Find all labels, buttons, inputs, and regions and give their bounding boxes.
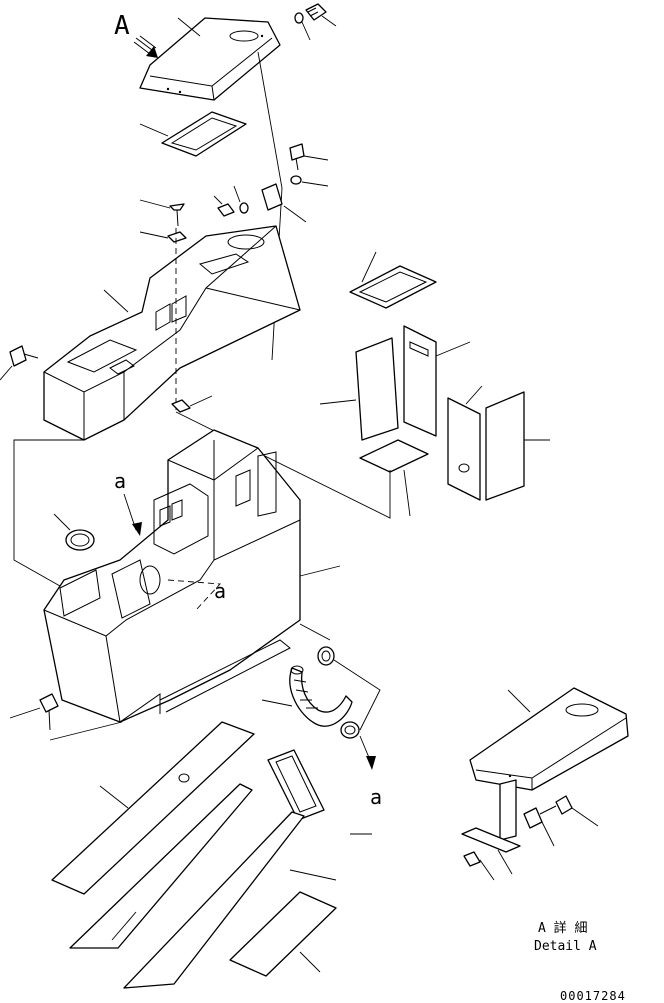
detail-a-nut-part — [463, 851, 481, 867]
section-letter-a-right: a — [370, 785, 382, 809]
detail-a-plate-part — [461, 827, 521, 853]
small-plate-part — [167, 231, 187, 243]
nut-part — [217, 203, 235, 217]
bottom-bolt-part — [39, 693, 59, 731]
upper-console-part — [43, 225, 301, 441]
detail-caption-japanese: A 詳 細 — [538, 920, 587, 936]
hose-clamp-bottom-part — [340, 721, 360, 739]
pad-frame-part — [349, 265, 437, 309]
foam-pad-bottom-part — [359, 439, 429, 473]
console-underplate-part — [171, 399, 191, 413]
insulation-panel-large-part — [51, 721, 255, 895]
section-letter-a-left: a — [114, 469, 126, 493]
detail-a-bracket-part — [499, 779, 517, 841]
gasket-ring-part — [65, 529, 95, 551]
foam-pad-back-part — [485, 391, 525, 501]
lower-gasket-part — [267, 749, 325, 821]
insulation-panel-mid-part — [69, 783, 253, 949]
insulation-panel-right-part — [123, 811, 305, 989]
hose-clamp-top-part — [317, 646, 335, 666]
side-bolt-part — [9, 345, 39, 367]
top-cover-part — [139, 17, 281, 101]
detail-a-bolt-part — [539, 795, 573, 815]
section-letter-a-inner: a — [214, 579, 226, 603]
view-direction-arrow-icon — [133, 35, 158, 58]
detail-caption-english: Detail A — [534, 939, 597, 954]
hinge-bracket-part — [261, 183, 283, 211]
foam-pad-hole-part — [447, 397, 481, 501]
bolt-right-part — [289, 143, 305, 171]
washer-right-part — [290, 175, 302, 185]
insulation-panel-small-part — [229, 891, 337, 977]
view-letter-a: A — [114, 11, 130, 41]
foam-pad-right-part — [403, 325, 437, 437]
gasket-frame-part — [161, 111, 247, 157]
foam-pad-left-part — [355, 337, 399, 441]
washer-bolt-top-part — [294, 3, 327, 24]
detail-a-spacer-part — [523, 807, 543, 829]
drawing-number: 00017284 — [560, 989, 626, 1003]
small-washer-part — [239, 202, 249, 214]
detail-a-cover-part — [469, 687, 629, 791]
hose-part — [289, 665, 353, 727]
lower-console-part — [43, 429, 301, 723]
flat-screw-part — [169, 203, 185, 227]
